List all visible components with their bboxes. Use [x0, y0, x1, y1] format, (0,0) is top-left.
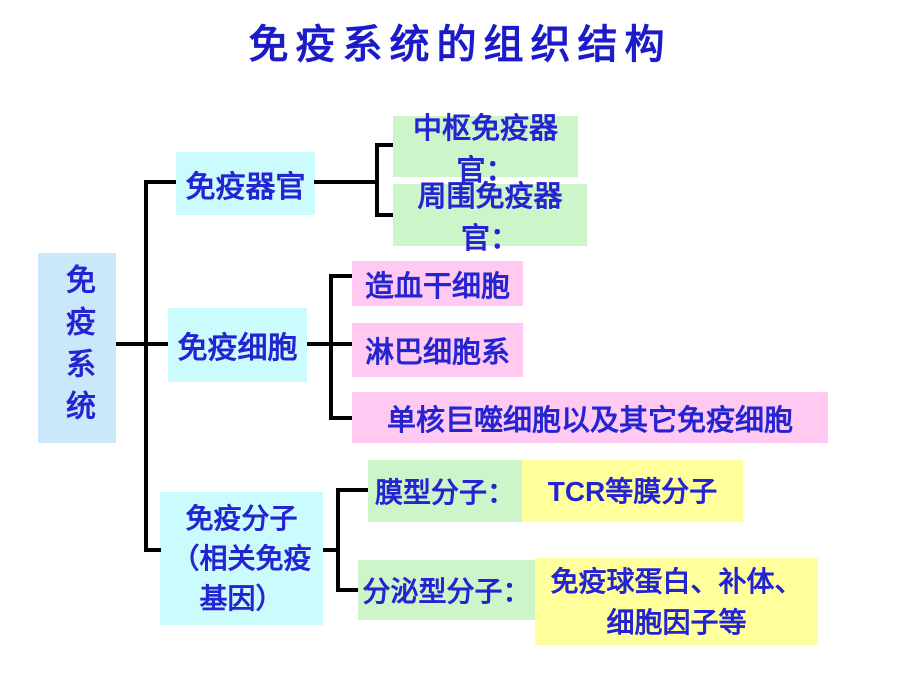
connector-molecules-vertical [336, 488, 340, 592]
node-immune-system: 免疫系统 [38, 253, 116, 443]
node-monocyte-macrophage-other-cells: 单核巨噬细胞以及其它免疫细胞 [352, 392, 828, 443]
node-peripheral-immune-organs: 周围免疫器官： [393, 181, 587, 255]
connector-organs-out [314, 180, 378, 184]
connector-cells-out [307, 342, 333, 346]
node-membrane-molecules-label: 膜型分子： [368, 460, 522, 522]
node-central-immune-organs: 中枢免疫器官： [393, 113, 578, 187]
connector-molecules-out [323, 548, 340, 552]
connector-to-central-organs [379, 143, 393, 147]
node-hematopoietic-stem-cells: 造血干细胞 [352, 261, 523, 306]
connector-to-peripheral-organs [379, 213, 393, 217]
connector-organs-vertical [375, 143, 379, 217]
connector-to-secreted-molecules [340, 588, 358, 592]
connector-to-lymphoid-cells [333, 342, 352, 346]
connector-trunk-to-organs [148, 180, 176, 184]
node-membrane-molecules-value: TCR等膜分子 [522, 460, 743, 522]
connector-to-stem-cells [333, 274, 352, 278]
node-immune-cells: 免疫细胞 [168, 308, 307, 382]
connector-to-monocyte-cells [333, 416, 352, 420]
connector-cells-vertical [329, 274, 333, 420]
node-immune-molecules: 免疫分子 （相关免疫 基因） [160, 492, 323, 625]
node-lymphoid-cell-line: 淋巴细胞系 [352, 323, 523, 377]
node-secreted-molecules-value: 免疫球蛋白、补体、 细胞因子等 [535, 558, 818, 645]
page-title: 免疫系统的组织结构 [248, 23, 672, 67]
connector-trunk-vertical [144, 180, 148, 552]
node-immune-organs: 免疫器官 [176, 152, 315, 215]
connector-root-to-trunk [116, 342, 168, 346]
connector-trunk-to-molecules [148, 548, 161, 552]
node-secreted-molecules-label: 分泌型分子： [358, 560, 535, 620]
connector-to-membrane-molecules [340, 488, 368, 492]
